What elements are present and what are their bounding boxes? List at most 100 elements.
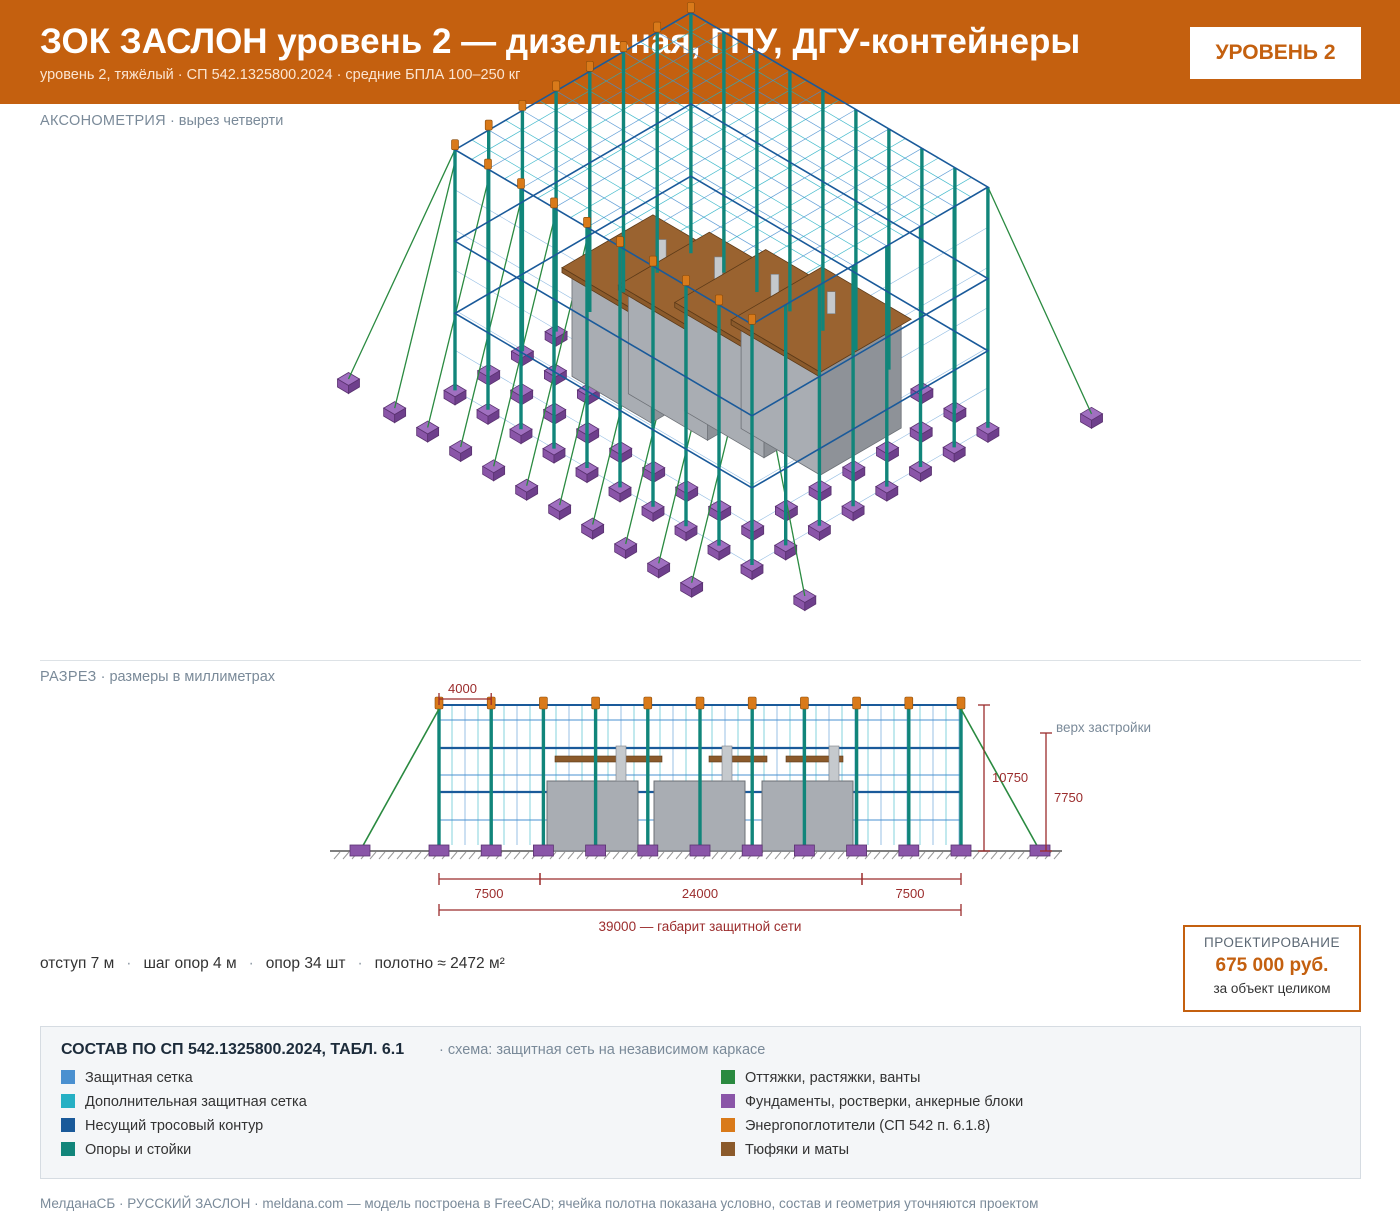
anchor-block-side-r bbox=[559, 504, 572, 521]
ground-hatch bbox=[504, 851, 512, 860]
ground-hatch bbox=[927, 851, 935, 860]
energy-absorber bbox=[517, 178, 525, 189]
guy-wire bbox=[427, 180, 489, 428]
section-foundation bbox=[689, 844, 711, 857]
energy-absorber bbox=[550, 197, 558, 209]
roof-mesh-line bbox=[487, 31, 725, 170]
energy-absorber bbox=[619, 41, 628, 53]
section-exhaust-pipe bbox=[721, 745, 733, 782]
ground-hatch bbox=[999, 851, 1007, 860]
stat-separator: · bbox=[248, 955, 254, 972]
cable-contour bbox=[453, 103, 990, 417]
post-foundation-side-r bbox=[819, 525, 831, 542]
ground-hatch bbox=[783, 851, 791, 860]
price-box: ПРОЕКТИРОВАНИЕ 675 000 руб. за объект це… bbox=[1183, 925, 1361, 1012]
axonometry-label-note: · вырез четверти bbox=[169, 113, 284, 129]
post-foundation-side-r bbox=[987, 427, 1000, 444]
page-subtitle: уровень 2, тяжёлый · СП 542.1325800.2024… bbox=[40, 67, 521, 83]
ground-hatch bbox=[333, 851, 341, 860]
stat-separator: · bbox=[357, 955, 363, 972]
ground-hatch bbox=[729, 851, 737, 860]
legend-item-label: Энергопоглотители (СП 542 п. 6.1.8) bbox=[745, 1118, 991, 1134]
section-absorber bbox=[591, 696, 600, 710]
dim-pitch-label: 4000 bbox=[448, 681, 477, 696]
section-label: РАЗРЕЗ · размеры в миллиметрах bbox=[40, 669, 275, 685]
ground-hatch bbox=[1017, 851, 1025, 860]
energy-absorber bbox=[715, 294, 723, 306]
dim-overall-label: 39000 — габарит защитной сети bbox=[599, 919, 802, 934]
corner-anchor-block-side-r bbox=[804, 595, 817, 612]
roof-mesh-line bbox=[537, 60, 774, 199]
ground-hatch bbox=[378, 851, 386, 860]
ground-hatch bbox=[513, 851, 521, 860]
top-of-building-label: верх застройки bbox=[1056, 720, 1151, 735]
ground-hatch bbox=[522, 851, 530, 860]
ground-hatch bbox=[936, 851, 944, 860]
section-absorber bbox=[852, 696, 861, 710]
legend-item-mattresses: Тюфяки и маты bbox=[721, 1142, 849, 1158]
post-foundation-side-r bbox=[886, 485, 899, 502]
legend-item-protective-mesh: Защитная сетка bbox=[61, 1070, 193, 1086]
section-absorber bbox=[800, 696, 809, 710]
section-foundation bbox=[637, 844, 659, 857]
guy-wire bbox=[394, 161, 456, 409]
axonometric-view bbox=[336, 2, 1104, 612]
legend-subtitle: · схема: защитная сеть на независимом ка… bbox=[439, 1042, 766, 1058]
roof-mesh-line bbox=[570, 80, 807, 218]
axonometry-label-caption: АКСОНОМЕТРИЯ bbox=[40, 113, 166, 129]
energy-absorber bbox=[585, 60, 594, 72]
ground-hatch bbox=[621, 851, 629, 860]
ground-hatch bbox=[765, 851, 773, 860]
legend-item-label: Защитная сетка bbox=[85, 1070, 193, 1086]
anchor-block-side-r bbox=[658, 562, 671, 579]
section-mattress bbox=[785, 755, 844, 763]
section-foundation bbox=[480, 844, 502, 857]
section-view: 4000 10750 7750 верх застройки 7500 2400… bbox=[330, 681, 1151, 934]
roof-mesh-line bbox=[603, 99, 840, 238]
header-bar: ЗОК ЗАСЛОН уровень 2 — дизельная, ГПУ, Д… bbox=[0, 0, 1400, 104]
section-foundation bbox=[794, 844, 815, 857]
section-absorber bbox=[747, 696, 757, 710]
ground-hatch bbox=[918, 851, 926, 860]
ground-hatch bbox=[990, 851, 998, 860]
legend-swatch bbox=[61, 1118, 75, 1132]
price-value: 675 000 руб. bbox=[1215, 955, 1329, 976]
section-divider bbox=[40, 660, 1361, 661]
section-guy-wire bbox=[960, 708, 1041, 852]
dim-right-label: 7500 bbox=[896, 886, 925, 901]
stat-pitch: шаг опор 4 м bbox=[143, 955, 237, 972]
energy-absorber bbox=[518, 100, 527, 111]
ground-hatch bbox=[396, 851, 404, 860]
section-exhaust-pipe bbox=[615, 745, 627, 782]
anchor-block-side-r bbox=[526, 485, 539, 501]
ground-hatch bbox=[666, 851, 674, 860]
section-guy-wire bbox=[359, 708, 440, 852]
ground-hatch bbox=[828, 851, 836, 860]
level-badge: УРОВЕНЬ 2 bbox=[1190, 27, 1361, 79]
legend-item-extra-mesh: Дополнительная защитная сетка bbox=[61, 1094, 307, 1110]
corner-guy-wire bbox=[987, 186, 1093, 415]
price-note: за объект целиком bbox=[1213, 981, 1331, 996]
anchor-block-side-r bbox=[691, 582, 704, 598]
corner-anchor-block-side-r bbox=[348, 378, 360, 395]
legend-item-label: Тюфяки и маты bbox=[745, 1142, 850, 1158]
axo-guys bbox=[347, 149, 1093, 597]
dim-middle-label: 24000 bbox=[682, 886, 718, 901]
legend-panel: СОСТАВ ПО СП 542.1325800.2024, ТАБЛ. 6.1… bbox=[40, 1026, 1361, 1179]
anchor-block-side-r bbox=[460, 446, 473, 463]
post-foundation-side-r bbox=[520, 428, 533, 445]
ground-hatch bbox=[873, 851, 881, 860]
legend-title: СОСТАВ ПО СП 542.1325800.2024, ТАБЛ. 6.1 bbox=[61, 1041, 405, 1058]
post-foundation-side-r bbox=[751, 564, 764, 581]
legend-swatch bbox=[721, 1070, 735, 1084]
section-absorber bbox=[904, 696, 914, 710]
energy-absorber bbox=[552, 80, 560, 92]
ground-hatch bbox=[981, 851, 989, 860]
energy-absorber bbox=[653, 21, 662, 33]
anchor-block-side-r bbox=[427, 426, 440, 443]
section-foundation bbox=[950, 844, 972, 857]
ground-hatch bbox=[1053, 851, 1061, 860]
legend-item-guys: Оттяжки, растяжки, ванты bbox=[721, 1070, 920, 1086]
post-foundation-side-r bbox=[487, 409, 500, 426]
section-absorber bbox=[539, 696, 548, 710]
